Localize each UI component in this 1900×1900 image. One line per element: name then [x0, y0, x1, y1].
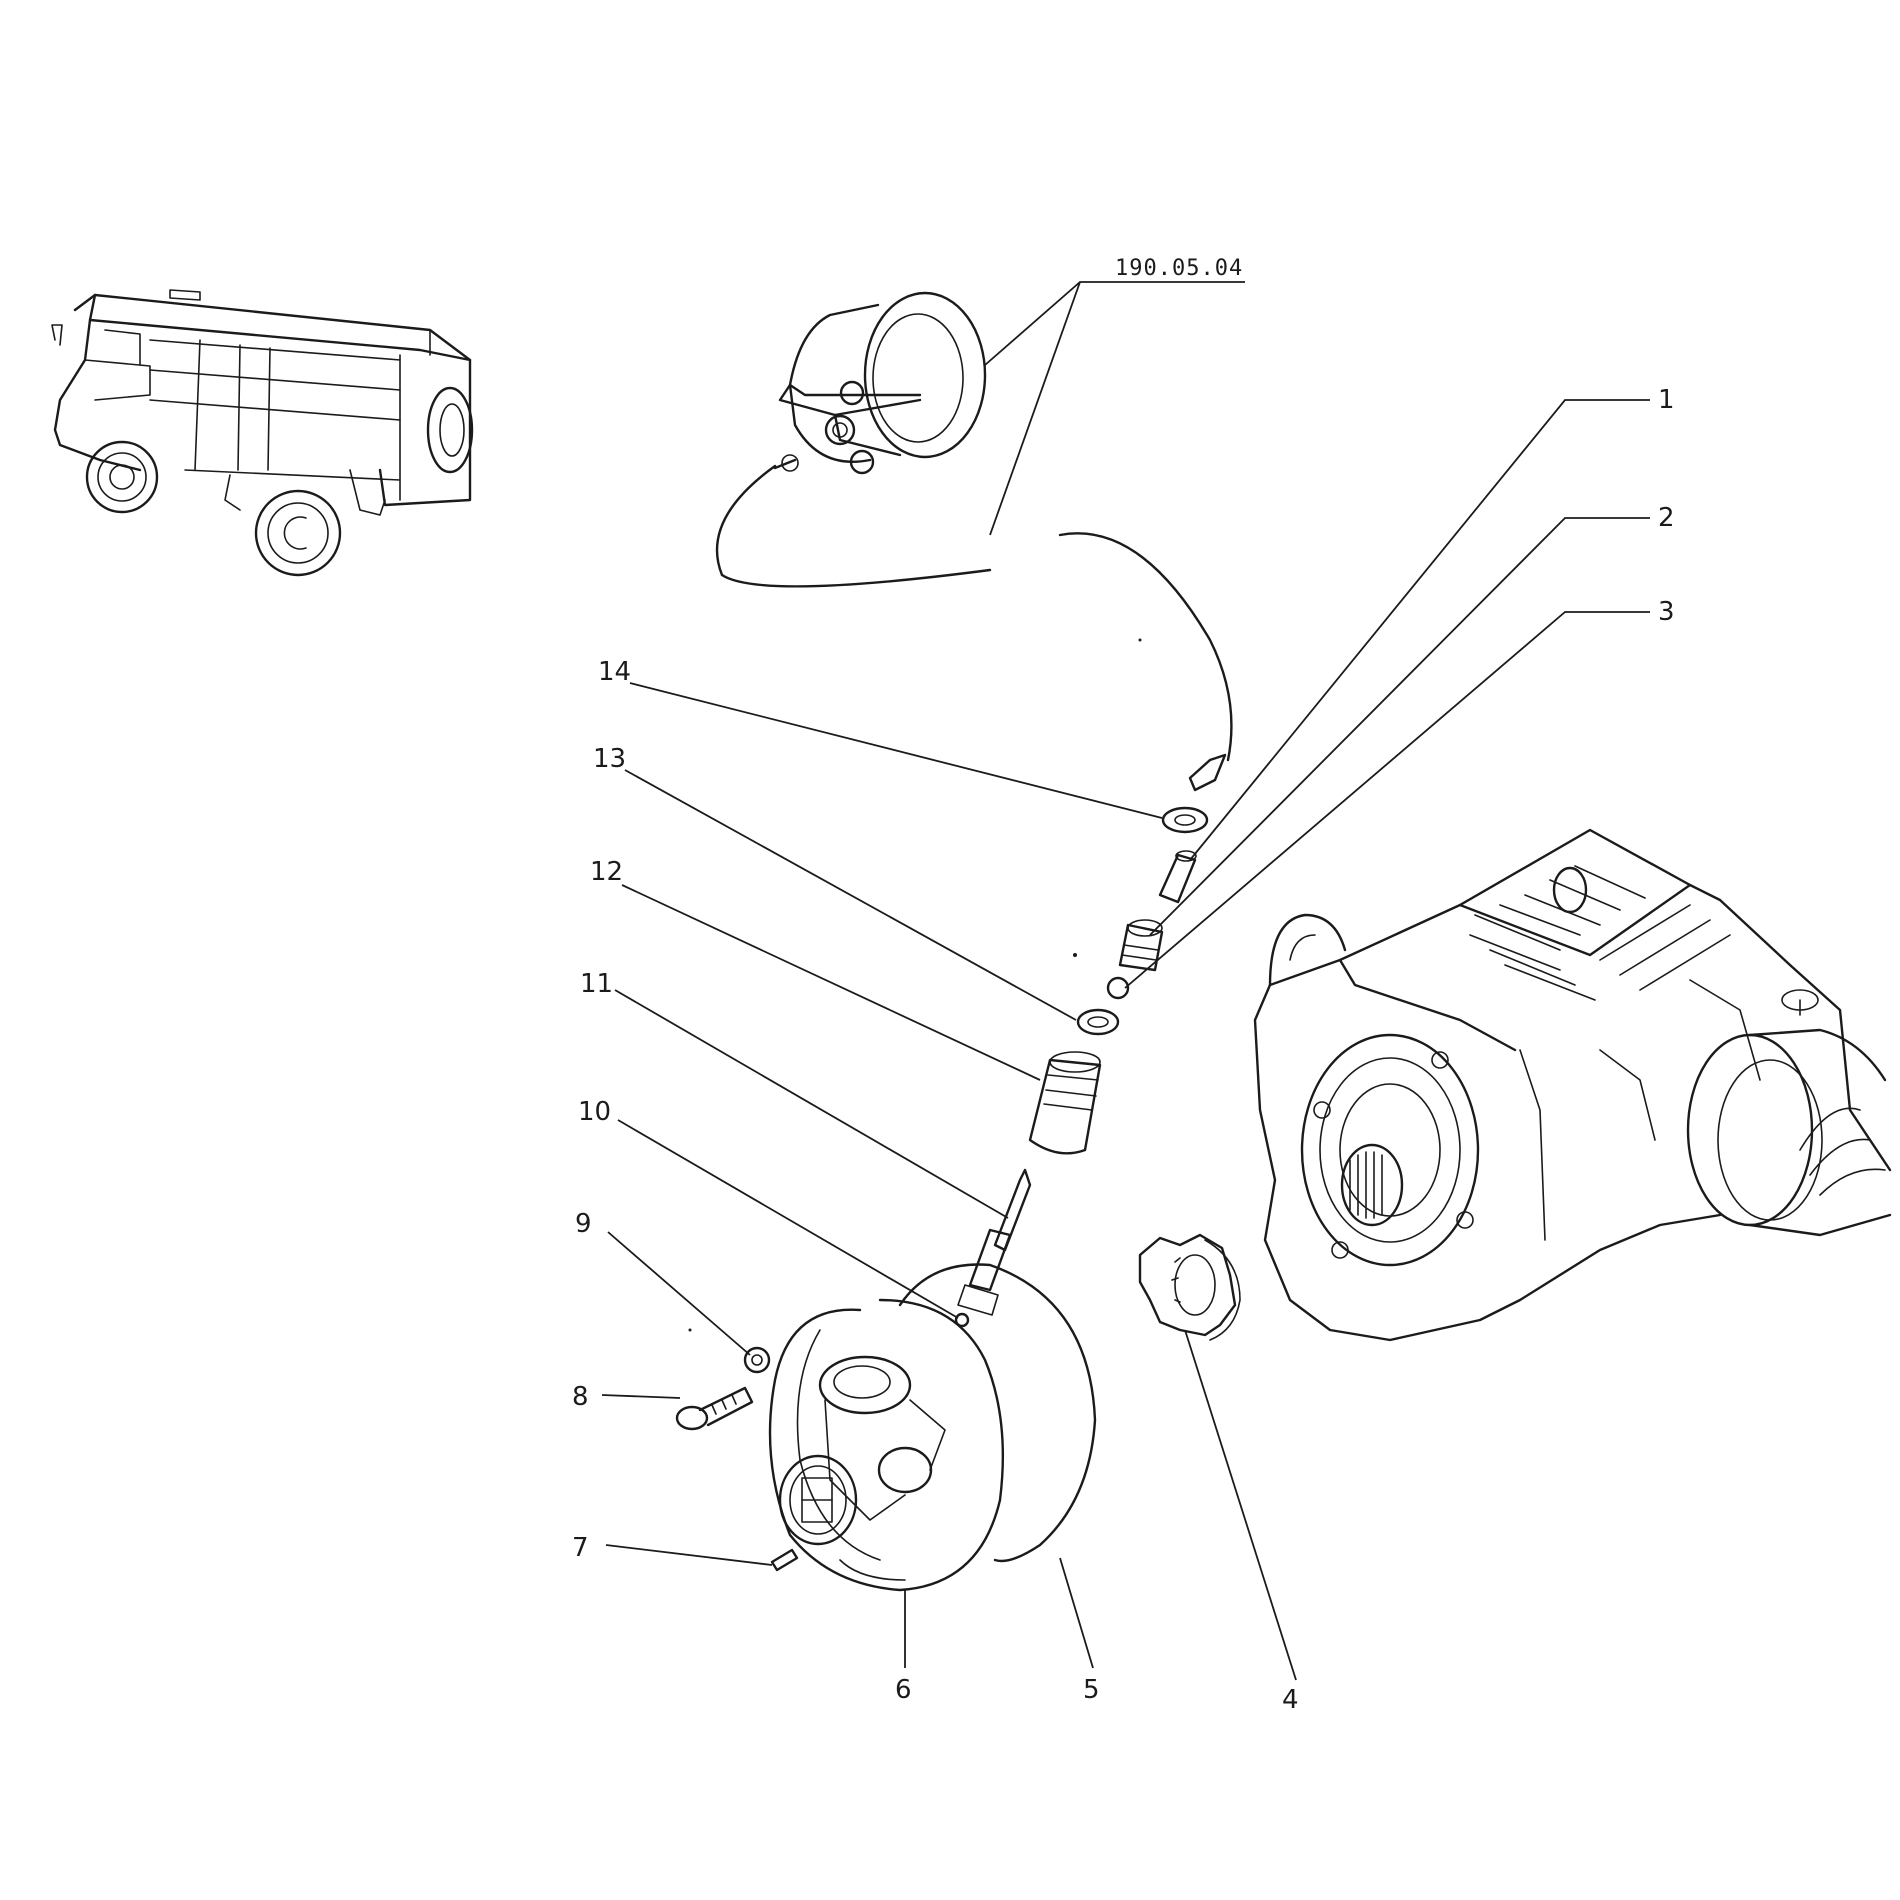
- spare-wheel: [426, 386, 474, 474]
- rear-wheel: [254, 489, 342, 577]
- callout-6: 6: [895, 1675, 912, 1705]
- pin-7: [770, 1548, 799, 1572]
- callout-14: 14: [598, 657, 631, 687]
- drive-pinion-11: [957, 1168, 1032, 1316]
- washer-9: [743, 1346, 771, 1374]
- speedometer-gauge: [778, 291, 987, 475]
- callout-8: 8: [572, 1382, 589, 1412]
- bolt-8: [675, 1386, 754, 1431]
- washer-3: [1106, 976, 1130, 1000]
- sleeve-1: [1158, 850, 1197, 904]
- seal-ring-14: [1161, 806, 1209, 834]
- gasket-5: [898, 1263, 1097, 1563]
- callout-9: 9: [575, 1209, 592, 1239]
- housing-cover-6: [768, 1298, 1005, 1592]
- front-wheel: [85, 440, 159, 514]
- reference-label: 190.05.04: [1115, 256, 1243, 281]
- callout-7: 7: [572, 1533, 589, 1563]
- callout-leaders: [601, 399, 1650, 1681]
- callout-numbers: 1 2 3 4 5 6 7 8 9 10 11 12 13 14: [572, 385, 1675, 1715]
- transfer-gearbox: [1253, 828, 1892, 1342]
- callout-12: 12: [590, 857, 623, 887]
- callout-4: 4: [1282, 1685, 1299, 1715]
- ball-10: [954, 1312, 970, 1328]
- drive-flange-4: [1138, 1233, 1241, 1341]
- callout-1: 1: [1658, 385, 1675, 415]
- callout-13: 13: [593, 744, 626, 774]
- o-ring-13: [1076, 1008, 1120, 1036]
- callout-2: 2: [1658, 503, 1675, 533]
- speedometer-cable: [715, 454, 1233, 792]
- callout-5: 5: [1083, 1675, 1100, 1705]
- callout-11: 11: [580, 969, 613, 999]
- bushing-2: [1118, 919, 1164, 972]
- callout-3: 3: [1658, 597, 1675, 627]
- gear-sleeve-12: [1028, 1051, 1102, 1155]
- callout-10: 10: [578, 1097, 611, 1127]
- vehicle-illustration: [51, 289, 474, 577]
